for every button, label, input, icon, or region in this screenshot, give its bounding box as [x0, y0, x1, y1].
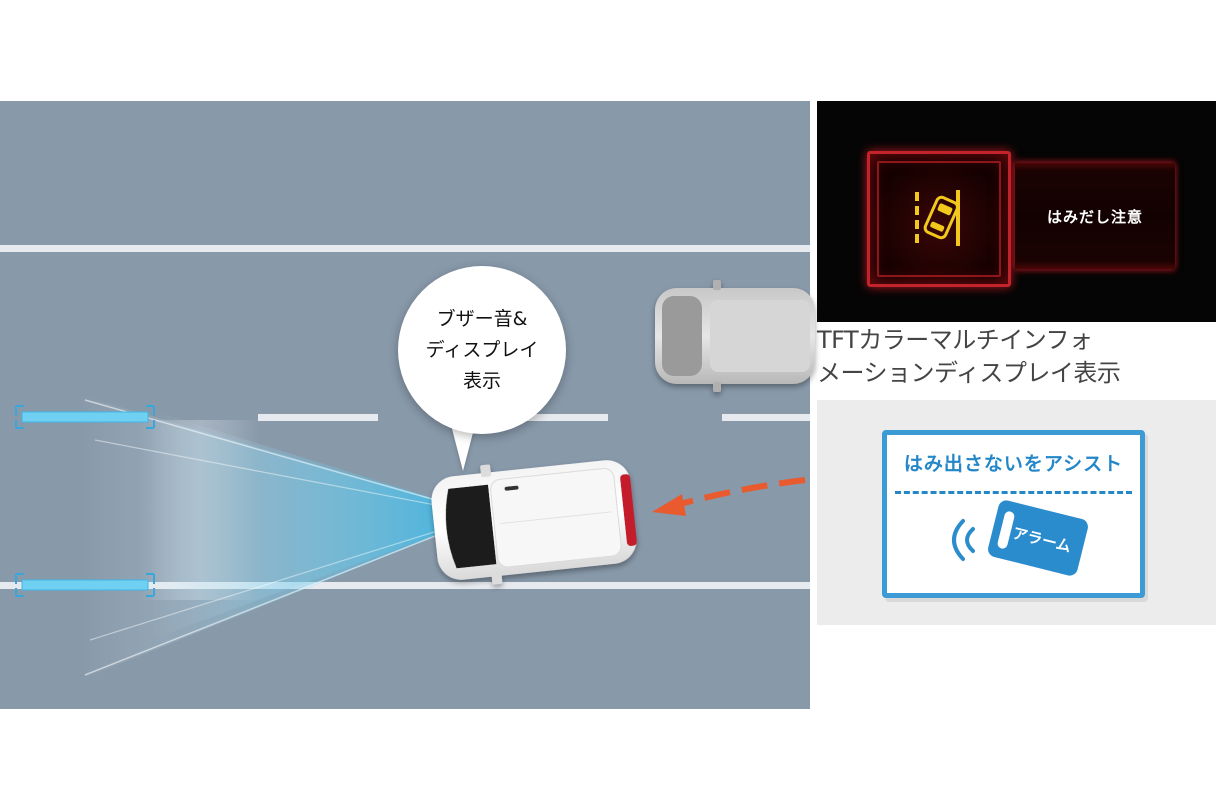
alarm-car-icon: アラーム: [986, 498, 1090, 578]
lane-line-top: [0, 245, 810, 252]
drift-arrow: [652, 477, 806, 516]
caption-line: メーションディスプレイ表示: [817, 359, 1121, 387]
speech-bubble: ブザー音& ディスプレイ 表示: [398, 266, 566, 434]
tft-message-bar: はみだし注意: [1015, 163, 1175, 269]
lane-line-bottom: [0, 582, 810, 589]
tft-display-panel: はみだし注意: [817, 101, 1216, 322]
lane-departure-car-icon: [915, 190, 960, 246]
caption-line: TFTカラーマルチインフォ: [817, 326, 1093, 354]
own-vehicle: [431, 460, 637, 585]
alarm-label: アラーム: [1010, 523, 1074, 556]
tft-caption: TFTカラーマルチインフォ メーションディスプレイ表示: [817, 324, 1216, 390]
assist-sign: はみ出さないをアシスト アラーム: [882, 430, 1145, 598]
detected-lane-marker-bottom: [15, 573, 155, 597]
assist-panel: はみ出さないをアシスト アラーム: [817, 400, 1216, 625]
alarm-wave-icon: [952, 519, 975, 561]
camera-beam: [80, 395, 489, 680]
tft-warning-frame: [867, 151, 1011, 287]
dashed-lane-divider: [895, 491, 1132, 494]
bubble-line: 表示: [462, 369, 501, 392]
other-vehicle: [655, 280, 815, 392]
detected-lane-marker-top: [15, 405, 155, 429]
bubble-line: ブザー音&: [436, 307, 528, 330]
lane-line-dashed: [258, 414, 810, 421]
bubble-line: ディスプレイ: [425, 338, 539, 361]
assist-title: はみ出さないをアシスト: [903, 453, 1124, 475]
tft-message: はみだし注意: [1046, 207, 1143, 226]
